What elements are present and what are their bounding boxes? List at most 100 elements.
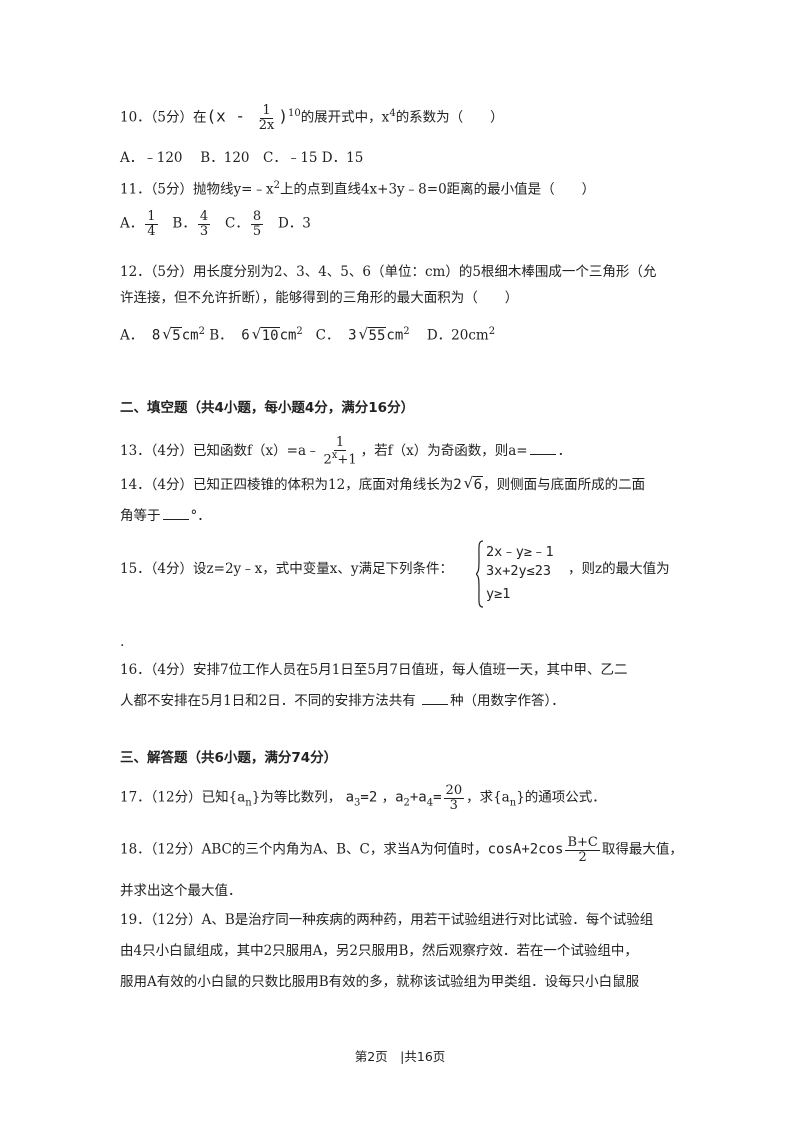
- q15-eq3: y≥1: [486, 586, 511, 602]
- q17-comma: ，: [381, 789, 396, 806]
- q12-c-radicand: 55: [367, 326, 387, 344]
- question-12-line1: 12．（5分）用长度分别为2、3、4、5、6（单位：cm）的5根细木棒围成一个三…: [120, 264, 657, 280]
- q12-a-coef: 8: [151, 327, 161, 344]
- q12-options: A． 8√5cm2 B． 6√10cm2 C． 3√55cm2 D．20cm2: [120, 322, 495, 346]
- q13-den-rest: +1: [337, 451, 357, 467]
- q14-line2-b: °．: [190, 508, 211, 524]
- q14-text-a: 14．（4分）已知正四棱锥的体积为12，底面对角线长为: [120, 477, 454, 493]
- q17-text-d: }的通项公式．: [516, 789, 606, 806]
- q12-c-unit: cm: [386, 327, 404, 344]
- q12-opt-a-label: A．: [120, 327, 144, 344]
- q10-expr-open: (x -: [206, 106, 255, 126]
- section-3-heading: 三、解答题（共6小题，满分74分）: [120, 750, 338, 766]
- question-15-text-a: 15．（4分）设z=2y﹣x，式中变量x、y满足下列条件：: [120, 561, 454, 577]
- q10-power: 10: [287, 108, 301, 120]
- q18-num: B+C: [565, 835, 600, 851]
- q13-answer-blank[interactable]: [529, 442, 556, 455]
- q10-expr-close: ): [278, 106, 288, 126]
- q18-text-a: 18．（12分）ABC的三个内角为A、B、C，求当A为何值时，: [120, 841, 488, 858]
- q11-text-a: 11．（5分）抛物线y=﹣x: [120, 181, 274, 198]
- q18-text-b: 取得最大值，: [601, 841, 683, 858]
- q13-text-b: ，若f（x）为奇函数，则a=: [360, 442, 528, 459]
- q11-opt-c-label: C．: [224, 215, 249, 232]
- q18-expr: cosA+2cos: [487, 841, 564, 858]
- q13-den-pow: x: [331, 449, 338, 461]
- q15-eq2: 3x+2y≤23: [486, 563, 552, 579]
- q12-a-root: √5: [162, 324, 182, 344]
- question-18-line2: 并求出这个最大值．: [120, 883, 242, 899]
- q17-n2: n: [509, 797, 517, 809]
- q12-b-root: √10: [251, 324, 280, 344]
- section-2-heading: 二、填空题（共4小题，每小题4分，满分16分）: [120, 400, 415, 416]
- q12-b-unit: cm: [279, 327, 297, 344]
- q12-b-radicand: 10: [260, 326, 280, 344]
- q16-answer-blank[interactable]: [422, 692, 449, 705]
- q11-square: 2: [273, 180, 280, 191]
- q14-answer-blank[interactable]: [162, 507, 189, 520]
- q14-root: √6: [463, 474, 484, 493]
- q11-opt-b-label: B．: [172, 215, 196, 232]
- q14-text-b: ，则侧面与底面所成的二面: [483, 477, 646, 493]
- q12-a-unit-pow: 2: [198, 326, 205, 337]
- q16-line2-b: 种（用数字作答）．: [450, 693, 565, 709]
- q12-b-unit-pow: 2: [296, 326, 303, 337]
- question-19-line2: 由4只小白鼠组成，其中2只服用A，另2只服用B，然后观察疗效．若在一个试验组中，: [120, 943, 638, 959]
- q17-i4: 4: [426, 797, 434, 809]
- q11-text-b: 上的点到直线4x+3y﹣8=0距离的最小值是（ ）: [279, 181, 596, 198]
- q11-b-den: 3: [199, 223, 209, 239]
- q11-opt-a-label: A．: [120, 215, 144, 232]
- q17-a2: a: [395, 789, 404, 806]
- q10-suffix: 的展开式中，x: [300, 109, 390, 126]
- q12-c-coef: 3: [348, 327, 357, 344]
- q17-text-c: ，求{a: [466, 789, 510, 806]
- q17-i2: 2: [403, 797, 410, 809]
- q13-end: ．: [557, 442, 572, 459]
- q15-brace: [476, 540, 484, 608]
- q11-opt-d: D．3: [277, 215, 311, 232]
- question-16-line1: 16．（4分）安排7位工作人员在5月1日至5月7日值班，每人值班一天，其中甲、乙…: [120, 662, 628, 678]
- q13-num: 1: [333, 435, 347, 451]
- page-footer: 第2页 |共16页: [354, 1049, 446, 1064]
- q12-a-radicand: 5: [171, 326, 182, 344]
- q11-c-num: 8: [250, 209, 264, 225]
- q10-options: A．﹣120 B．120 C．﹣15 D．15: [120, 150, 364, 166]
- question-19-line3: 服用A有效的小白鼠的只数比服用B有效的多，就称该试验组为甲类组．设每只小白鼠服: [120, 974, 640, 990]
- question-14-line2: 角等于°．: [120, 506, 211, 526]
- question-11: 11．（5分）抛物线y=﹣x2上的点到直线4x+3y﹣8=0距离的最小值是（ ）: [120, 176, 595, 200]
- q11-c-den: 5: [252, 223, 262, 239]
- q17-text-b: }为等比数列，: [251, 789, 342, 806]
- question-14: 14．（4分）已知正四棱锥的体积为12，底面对角线长为2√6，则侧面与底面所成的…: [120, 474, 646, 495]
- q12-opt-d: D．20cm: [426, 327, 489, 344]
- q17-text-a: 17．（12分）已知{a: [120, 789, 246, 806]
- q15-eq1: 2x﹣y≥﹣1: [486, 544, 554, 560]
- q15-inequality-system: 2x﹣y≥﹣1 3x+2y≤23 y≥1: [476, 540, 576, 610]
- q12-a-unit: cm: [181, 327, 199, 344]
- q12-opt-b-label: B．: [209, 327, 233, 344]
- question-15-text-b: ，则z的最大值为: [568, 561, 670, 577]
- q13-den-base: 2: [323, 451, 332, 467]
- question-18: 18．（12分）ABC的三个内角为A、B、C，求当A为何值时，cosA+2cos…: [120, 836, 683, 864]
- q14-coef: 2: [453, 477, 462, 493]
- q15-end-dot: .: [120, 634, 125, 650]
- q12-b-coef: 6: [241, 327, 250, 344]
- q17-n1: n: [245, 797, 252, 809]
- q12-c-unit-pow: 2: [403, 326, 410, 337]
- q12-c-root: √55: [358, 324, 387, 344]
- q10-frac-num: 1: [260, 103, 273, 119]
- q13-text-a: 13．（4分）已知函数f（x）=a﹣: [120, 442, 320, 459]
- question-12-line2: 许连接，但不允许折断），能够得到的三角形的最大面积为（ ）: [120, 290, 519, 306]
- question-19-line1: 19．（12分）A、B是治疗同一种疾病的两种药，用若干试验组进行对比试验．每个试…: [120, 912, 654, 928]
- q11-b-num: 4: [197, 209, 211, 225]
- q14-radicand: 6: [472, 476, 484, 493]
